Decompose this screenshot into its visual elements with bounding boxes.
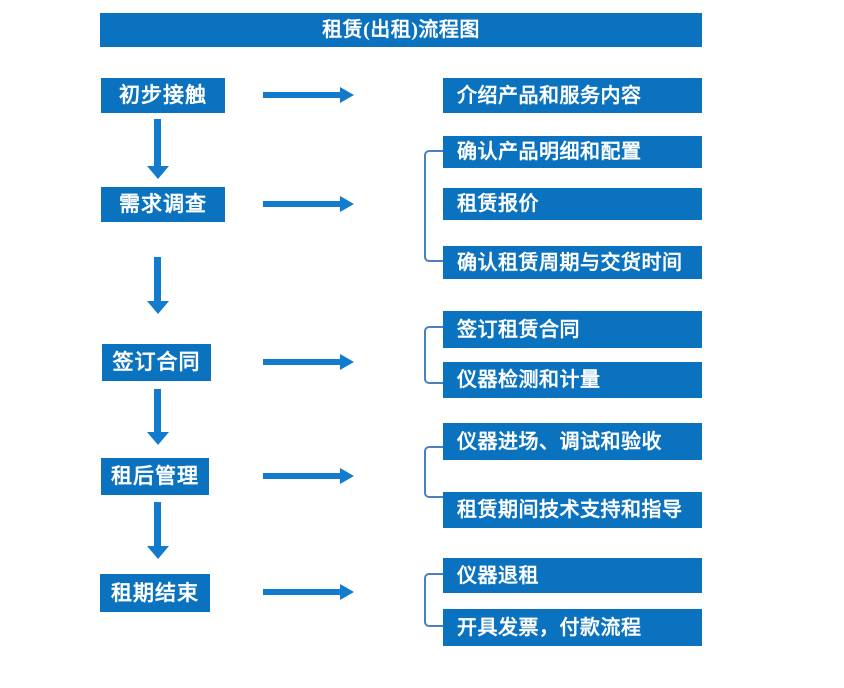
down-arrow-shaft xyxy=(154,119,161,167)
right-arrow-head xyxy=(340,196,354,212)
down-arrow-head xyxy=(147,301,169,314)
down-arrow-shaft xyxy=(154,502,161,547)
right-arrow-shaft xyxy=(263,201,341,207)
down-arrow-head xyxy=(147,166,169,179)
detail-box: 开具发票，付款流程 xyxy=(443,609,702,646)
group-bracket xyxy=(424,150,443,262)
right-arrow xyxy=(263,584,354,600)
right-arrow xyxy=(263,468,354,484)
stage-box-sign-contract: 签订合同 xyxy=(102,344,211,381)
detail-box: 仪器进场、调试和验收 xyxy=(443,423,702,460)
detail-box: 确认产品明细和配置 xyxy=(443,136,702,168)
right-arrow-head xyxy=(340,87,354,103)
down-arrow-shaft xyxy=(154,389,161,433)
down-arrow xyxy=(147,119,169,179)
right-arrow-head xyxy=(340,468,354,484)
chart-title: 租赁(出租)流程图 xyxy=(100,13,702,47)
down-arrow xyxy=(147,389,169,445)
stage-box-post-rental-management: 租后管理 xyxy=(101,458,209,495)
right-arrow-shaft xyxy=(263,589,341,595)
detail-box: 租赁期间技术支持和指导 xyxy=(443,492,702,528)
right-arrow xyxy=(263,354,354,370)
right-arrow xyxy=(263,196,354,212)
detail-box: 仪器退租 xyxy=(443,558,702,593)
down-arrow-head xyxy=(147,546,169,559)
right-arrow-head xyxy=(340,354,354,370)
right-arrow xyxy=(263,87,354,103)
group-bracket xyxy=(424,326,443,384)
group-bracket xyxy=(424,446,443,498)
right-arrow-head xyxy=(340,584,354,600)
right-arrow-shaft xyxy=(263,473,341,479)
detail-box: 仪器检测和计量 xyxy=(443,362,702,398)
right-arrow-shaft xyxy=(263,359,341,365)
stage-box-rental-end: 租期结束 xyxy=(100,574,210,612)
down-arrow-shaft xyxy=(154,257,161,302)
group-bracket xyxy=(424,573,443,627)
down-arrow-head xyxy=(147,432,169,445)
stage-box-needs-survey: 需求调查 xyxy=(101,187,225,222)
detail-box: 租赁报价 xyxy=(443,188,702,220)
down-arrow xyxy=(147,257,169,314)
stage-box-initial-contact: 初步接触 xyxy=(101,78,225,113)
down-arrow xyxy=(147,502,169,559)
detail-box: 介绍产品和服务内容 xyxy=(443,78,702,113)
detail-box: 确认租赁周期与交货时间 xyxy=(443,246,702,279)
right-arrow-shaft xyxy=(263,92,341,98)
detail-box: 签订租赁合同 xyxy=(443,311,702,348)
